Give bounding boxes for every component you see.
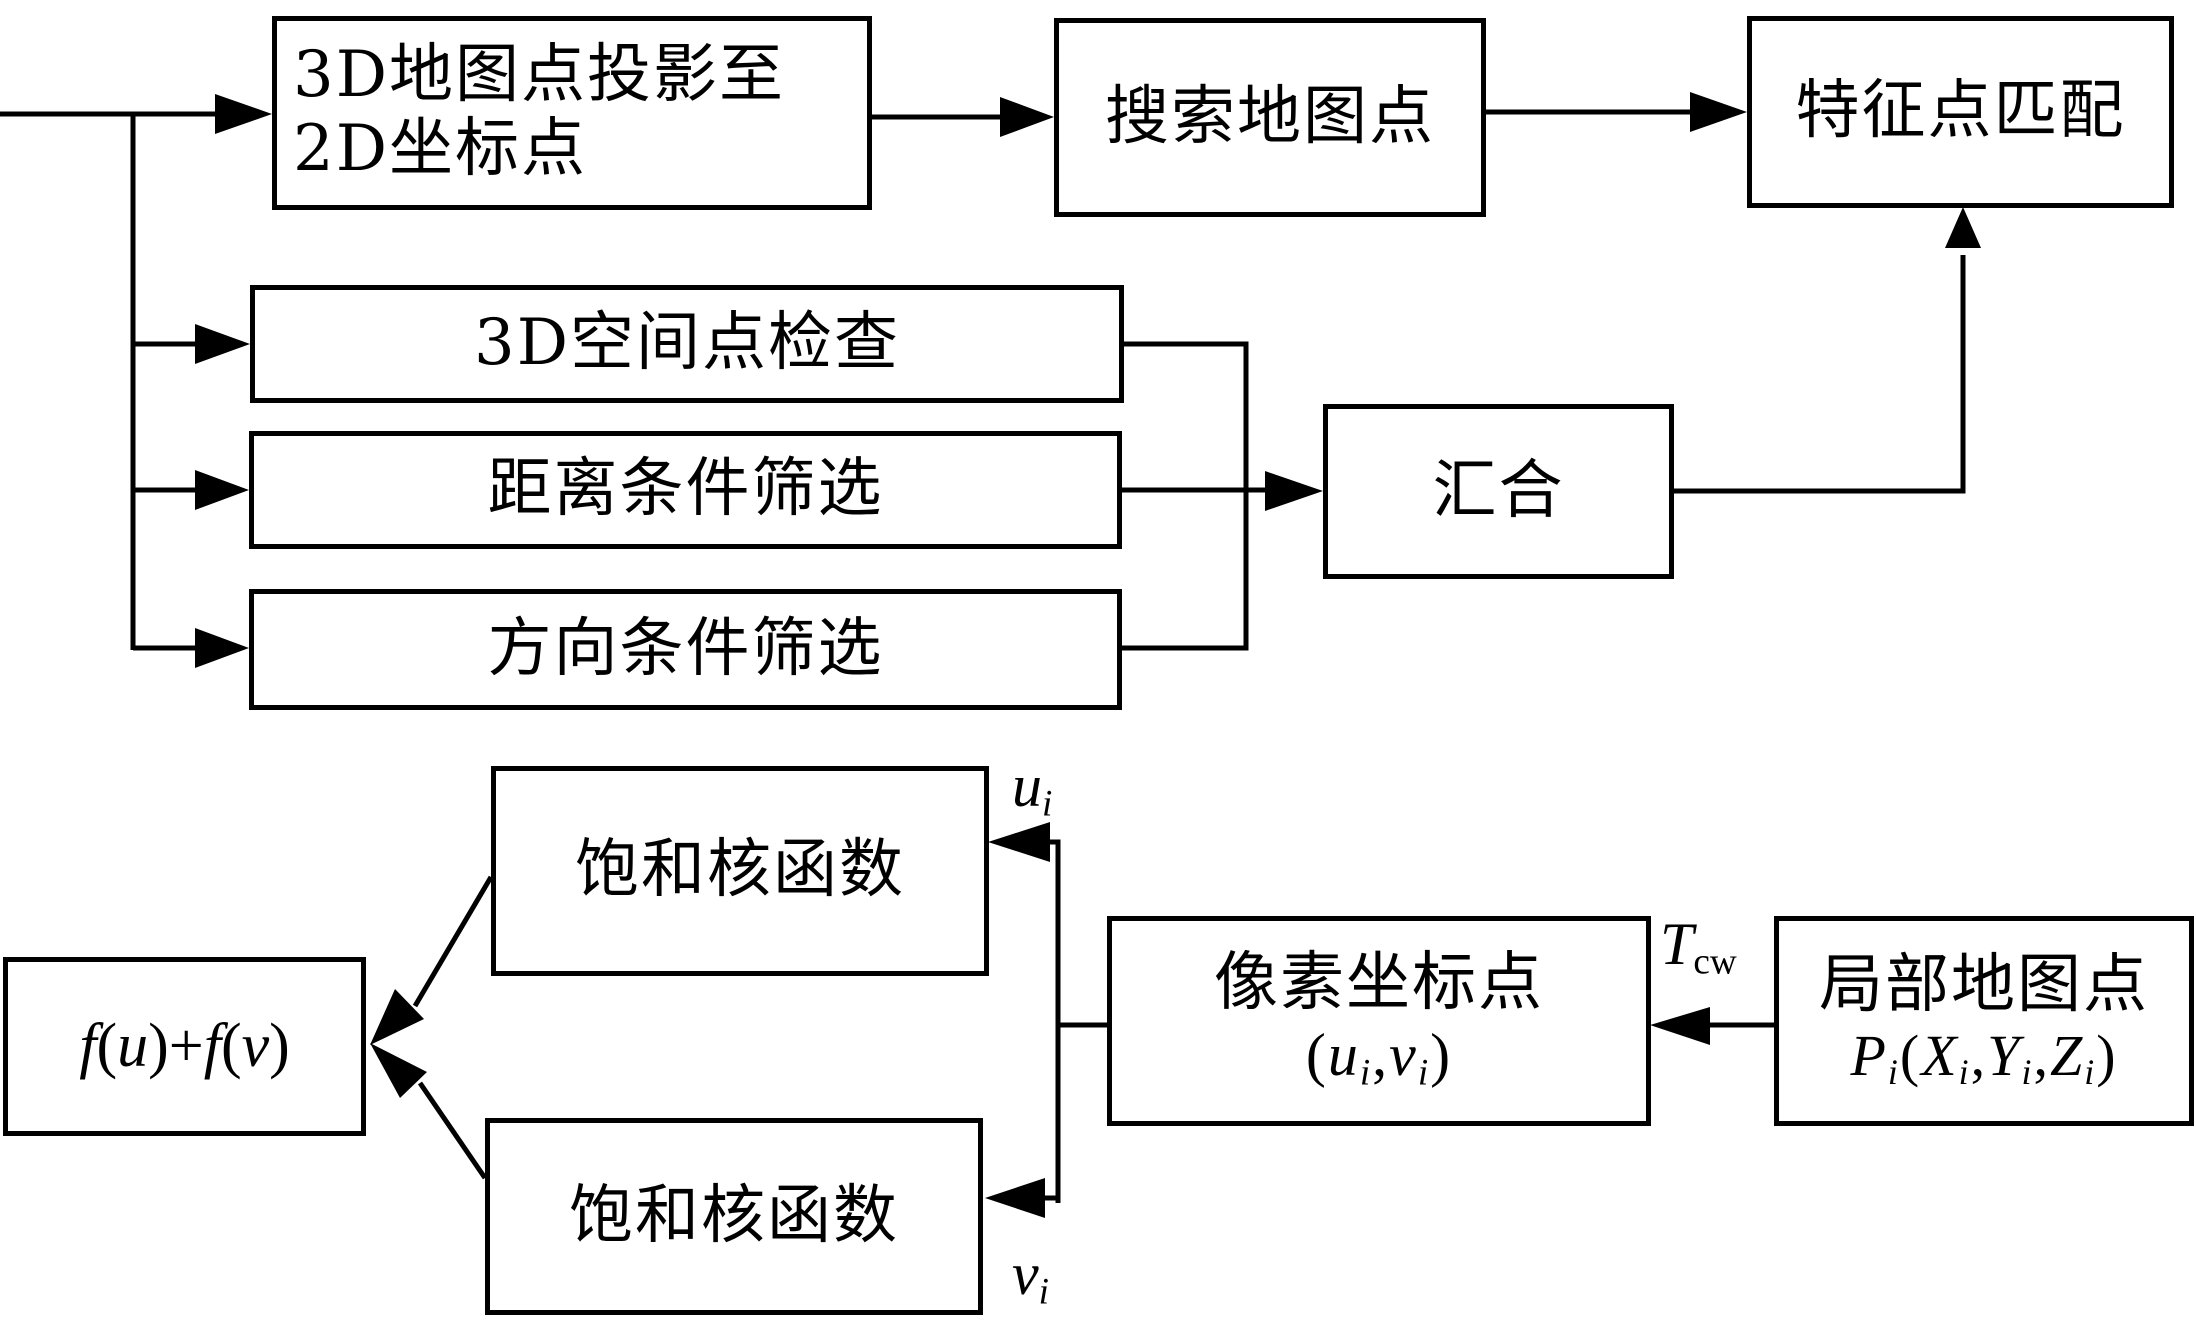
arrowheads	[195, 92, 1981, 1218]
sum-box: f(u)+f(v)	[3, 957, 366, 1136]
local-map-coords: Pi(Xi,Yi,Zi)	[1850, 1022, 2118, 1092]
merge-to-match	[1673, 255, 1966, 494]
kernel-bottom-label: 饱和核函数	[569, 1178, 899, 1253]
sum-expression: f(u)+f(v)	[79, 1011, 290, 1080]
distance-filter-label: 距离条件筛选	[487, 452, 884, 527]
feature-match-box: 特征点匹配	[1747, 16, 2174, 208]
project-box-line2: 2D坐标点	[293, 112, 588, 186]
arrow-to-pixel	[1650, 1007, 1710, 1045]
project-box-line1: 3D地图点投影至	[293, 38, 786, 113]
arrow-bottom-to-sum	[370, 1043, 427, 1098]
search-box-label: 搜索地图点	[1105, 79, 1435, 154]
split-trunk	[1050, 839, 1061, 1203]
local-map-point-box: 局部地图点 Pi(Xi,Yi,Zi)	[1774, 916, 2194, 1126]
arrow-to-match	[1690, 92, 1747, 132]
pixel-box-title: 像素坐标点	[1214, 946, 1544, 1021]
arrow-to-check	[195, 324, 250, 364]
check-3d-label: 3D空间点检查	[473, 306, 901, 381]
saturation-kernel-bottom-box: 饱和核函数	[485, 1118, 983, 1315]
arrow-to-merge	[1265, 471, 1323, 511]
check-3d-box: 3D空间点检查	[250, 285, 1124, 403]
search-map-points-box: 搜索地图点	[1054, 18, 1486, 217]
direction-filter-box: 方向条件筛选	[249, 589, 1122, 710]
arrow-to-project	[215, 94, 272, 134]
kernel-top-label: 饱和核函数	[575, 833, 905, 908]
direction-filter-label: 方向条件筛选	[487, 611, 884, 686]
project-to-2d-box: 3D地图点投影至 2D坐标点	[272, 16, 872, 210]
arrow-to-kernel-bottom	[985, 1178, 1045, 1218]
kernel-bottom-to-sum	[417, 1081, 488, 1180]
label-u-i: ui	[1012, 753, 1053, 825]
label-v-i: vi	[1012, 1241, 1049, 1313]
label-t-cw: Tcw	[1660, 911, 1737, 983]
arrow-to-search	[1000, 97, 1054, 137]
pixel-coordinate-box: 像素坐标点 (ui,vi)	[1107, 916, 1651, 1126]
arrow-to-direction	[195, 628, 249, 668]
merge-label: 汇合	[1432, 453, 1565, 528]
pixel-box-coords: (ui,vi)	[1305, 1021, 1453, 1094]
arrow-up-to-match	[1945, 207, 1981, 248]
saturation-kernel-top-box: 饱和核函数	[491, 766, 989, 976]
arrow-to-kernel-top	[988, 822, 1050, 862]
arrow-to-distance	[195, 470, 249, 510]
kernel-top-to-sum	[412, 875, 494, 1008]
merge-box: 汇合	[1323, 404, 1674, 579]
distance-filter-box: 距离条件筛选	[249, 431, 1122, 549]
check-to-merge	[1121, 341, 1249, 651]
local-map-title: 局部地图点	[1819, 948, 2149, 1023]
arrow-top-to-sum	[370, 989, 424, 1045]
match-box-label: 特征点匹配	[1795, 74, 2126, 149]
